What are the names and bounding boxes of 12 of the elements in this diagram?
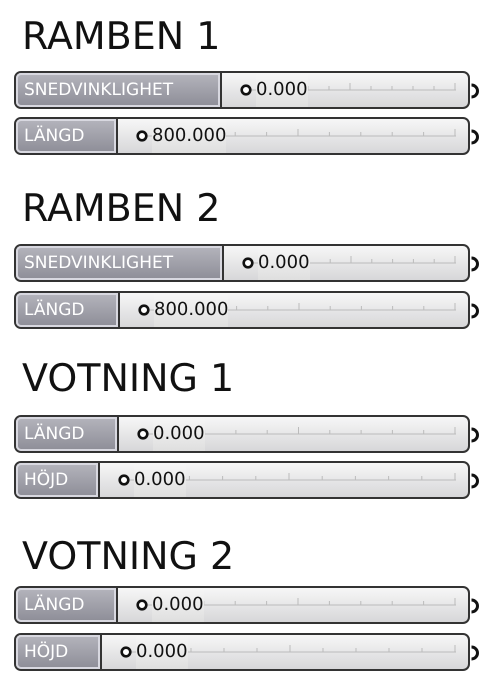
slider-name: HÖJD (16, 463, 100, 497)
section-heading: RAMBEN 2 (22, 188, 220, 228)
slider-name: SNEDVINKLIGHET (16, 73, 222, 107)
section-heading: VOTNING 2 (22, 536, 234, 576)
slider-name: LÄNGD (16, 293, 120, 327)
section-heading: VOTNING 1 (22, 358, 234, 398)
slider-name: LÄNGD (16, 417, 119, 451)
slider-name: LÄNGD (16, 588, 118, 622)
section-heading: RAMBEN 1 (22, 16, 220, 56)
slider-name: LÄNGD (16, 119, 118, 153)
slider-name: SNEDVINKLIGHET (16, 246, 224, 280)
slider-name: HÖJD (16, 635, 102, 669)
